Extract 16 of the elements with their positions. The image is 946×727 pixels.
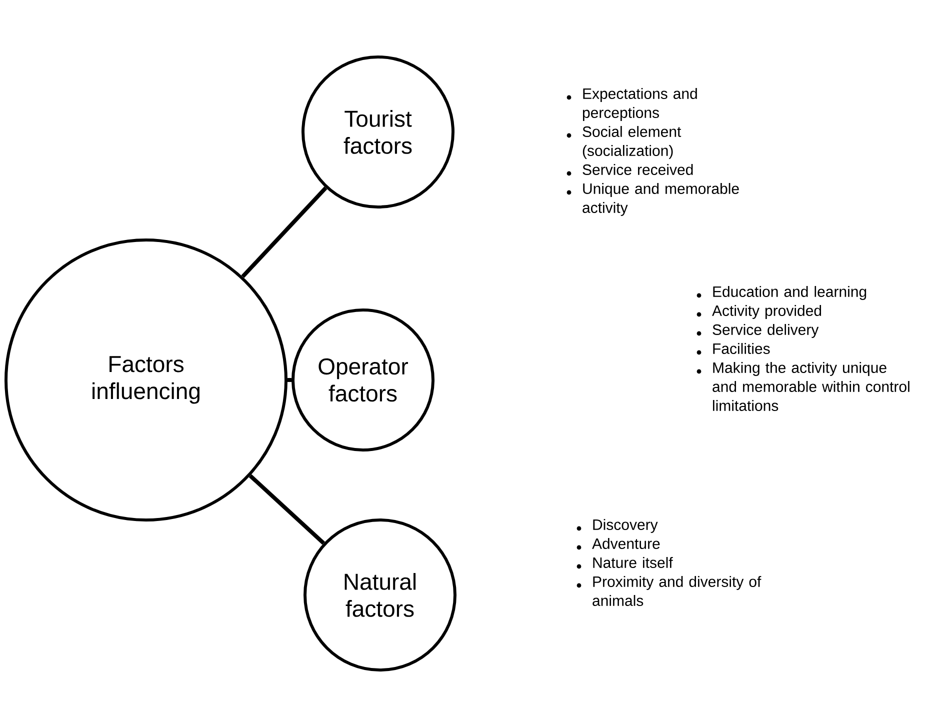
bullet-item: Facilities [713,342,770,354]
bullet-item: Unique and memorable activity [582,182,739,216]
bullet-item: Adventure [592,538,660,549]
bullet-item: Education and learning [713,286,866,300]
bullet-item: Nature itself [593,556,673,568]
bullet-item: Proximity and diversity of animals [592,576,762,606]
bullet-item: Making the activity unique and memorable within control limitations [712,362,910,411]
connector-line [288,378,292,382]
bullet-item: Service received [582,164,693,175]
connector-line [241,186,328,278]
bullet-item: Activity provided [712,304,822,319]
bullet-item: Social element (socialization) [582,126,682,159]
bullet-item: Expectations and perceptions [582,88,697,121]
connector-line [248,474,326,545]
bullet-item: Discovery [593,518,658,533]
bullet-item: Service delivery [712,324,819,338]
